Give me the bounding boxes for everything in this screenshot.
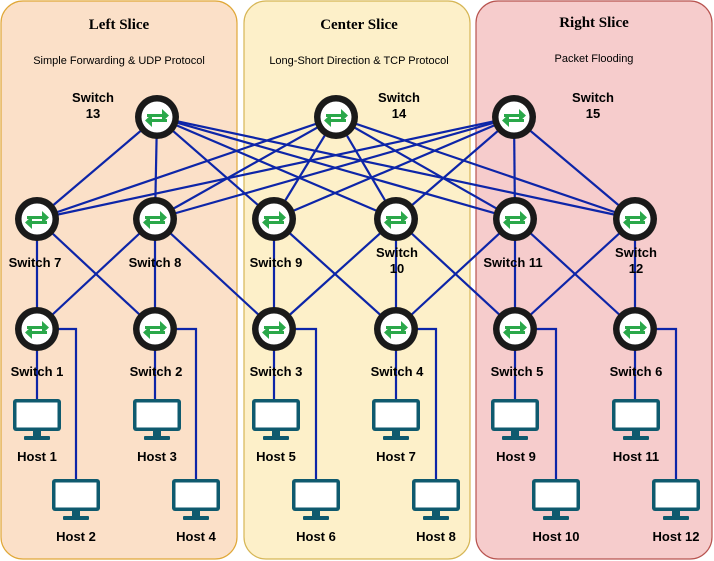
nodes-layer <box>13 95 700 520</box>
switch-1-icon[interactable] <box>15 307 59 351</box>
link-s14-s7 <box>36 115 337 221</box>
switch-label-9: Switch 9 <box>250 255 303 270</box>
link-s15-s7 <box>36 115 515 221</box>
switch-12-icon[interactable] <box>613 197 657 241</box>
switch-label-15: Switch <box>572 90 614 105</box>
switch-label-7: Switch 7 <box>9 255 62 270</box>
switch-label-6: Switch 6 <box>610 364 663 379</box>
switch-14-icon[interactable] <box>314 95 358 139</box>
host-12-monitor-icon[interactable] <box>652 479 700 520</box>
switch-label-2: Switch 2 <box>130 364 183 379</box>
switch-label-number-14: 14 <box>392 106 407 121</box>
link-s14-s8 <box>154 116 337 220</box>
host-label-12: Host 12 <box>653 529 700 544</box>
switch-label-1: Switch 1 <box>11 364 64 379</box>
switch-10-icon[interactable] <box>374 197 418 241</box>
switch-label-10: Switch <box>376 245 418 260</box>
host-label-1: Host 1 <box>17 449 57 464</box>
host-6-monitor-icon[interactable] <box>292 479 340 520</box>
host-11-monitor-icon[interactable] <box>612 399 660 440</box>
switch-3-icon[interactable] <box>252 307 296 351</box>
link-s15-s10 <box>395 116 515 220</box>
host-5-monitor-icon[interactable] <box>252 399 300 440</box>
switch-label-11: Switch 11 <box>483 255 542 270</box>
host-9-monitor-icon[interactable] <box>491 399 539 440</box>
link-s14-s11 <box>335 116 516 220</box>
slice-left-subtitle: Simple Forwarding & UDP Protocol <box>33 55 205 67</box>
switch-2-icon[interactable] <box>133 307 177 351</box>
link-s8-s3 <box>154 218 275 330</box>
link-s8-s1 <box>36 218 156 330</box>
switch-9-icon[interactable] <box>252 197 296 241</box>
host-10-monitor-icon[interactable] <box>532 479 580 520</box>
link-s11-s4 <box>395 218 516 330</box>
switch-7-icon[interactable] <box>15 197 59 241</box>
switch-label-13: Switch <box>72 90 114 105</box>
host-8-monitor-icon[interactable] <box>412 479 460 520</box>
host-label-7: Host 7 <box>376 449 416 464</box>
link-s13-s7 <box>36 116 158 220</box>
switch-13-icon[interactable] <box>135 95 179 139</box>
switch-4-icon[interactable] <box>374 307 418 351</box>
switch-label-number-12: 12 <box>629 261 643 276</box>
link-s12-s5 <box>514 218 636 330</box>
host-7-monitor-icon[interactable] <box>372 399 420 440</box>
slice-left-title: Left Slice <box>89 17 150 33</box>
switch-label-number-13: 13 <box>86 106 100 121</box>
slice-center-title: Center Slice <box>320 17 398 33</box>
host-2-monitor-icon[interactable] <box>52 479 100 520</box>
switch-5-icon[interactable] <box>493 307 537 351</box>
switch-label-number-10: 10 <box>390 261 404 276</box>
switch-label-3: Switch 3 <box>250 364 303 379</box>
host-label-4: Host 4 <box>176 529 217 544</box>
link-s15-s8 <box>154 115 515 221</box>
host-1-monitor-icon[interactable] <box>13 399 61 440</box>
switch-8-icon[interactable] <box>133 197 177 241</box>
link-s10-s3 <box>273 218 397 330</box>
switch-label-5: Switch 5 <box>491 364 544 379</box>
switch-label-14: Switch <box>378 90 420 105</box>
link-s15-s12 <box>513 116 636 220</box>
switch-label-number-15: 15 <box>586 106 600 121</box>
host-label-10: Host 10 <box>533 529 580 544</box>
switch-label-8: Switch 8 <box>129 255 182 270</box>
link-s15-s9 <box>273 115 515 221</box>
switch-11-icon[interactable] <box>493 197 537 241</box>
host-label-2: Host 2 <box>56 529 96 544</box>
slice-center-subtitle: Long-Short Direction & TCP Protocol <box>269 55 448 67</box>
switch-6-icon[interactable] <box>613 307 657 351</box>
host-label-3: Host 3 <box>137 449 177 464</box>
link-s13-s9 <box>156 116 275 220</box>
switch-15-icon[interactable] <box>492 95 536 139</box>
host-3-monitor-icon[interactable] <box>133 399 181 440</box>
host-label-11: Host 11 <box>613 449 659 464</box>
switch-label-4: Switch 4 <box>371 364 425 379</box>
host-label-8: Host 8 <box>416 529 456 544</box>
link-s14-s12 <box>335 115 636 221</box>
host-label-6: Host 6 <box>296 529 336 544</box>
host-label-9: Host 9 <box>496 449 536 464</box>
switch-label-12: Switch <box>615 245 657 260</box>
slice-right-title: Right Slice <box>559 15 629 31</box>
slice-right-subtitle: Packet Flooding <box>555 53 634 65</box>
host-label-5: Host 5 <box>256 449 296 464</box>
host-4-monitor-icon[interactable] <box>172 479 220 520</box>
